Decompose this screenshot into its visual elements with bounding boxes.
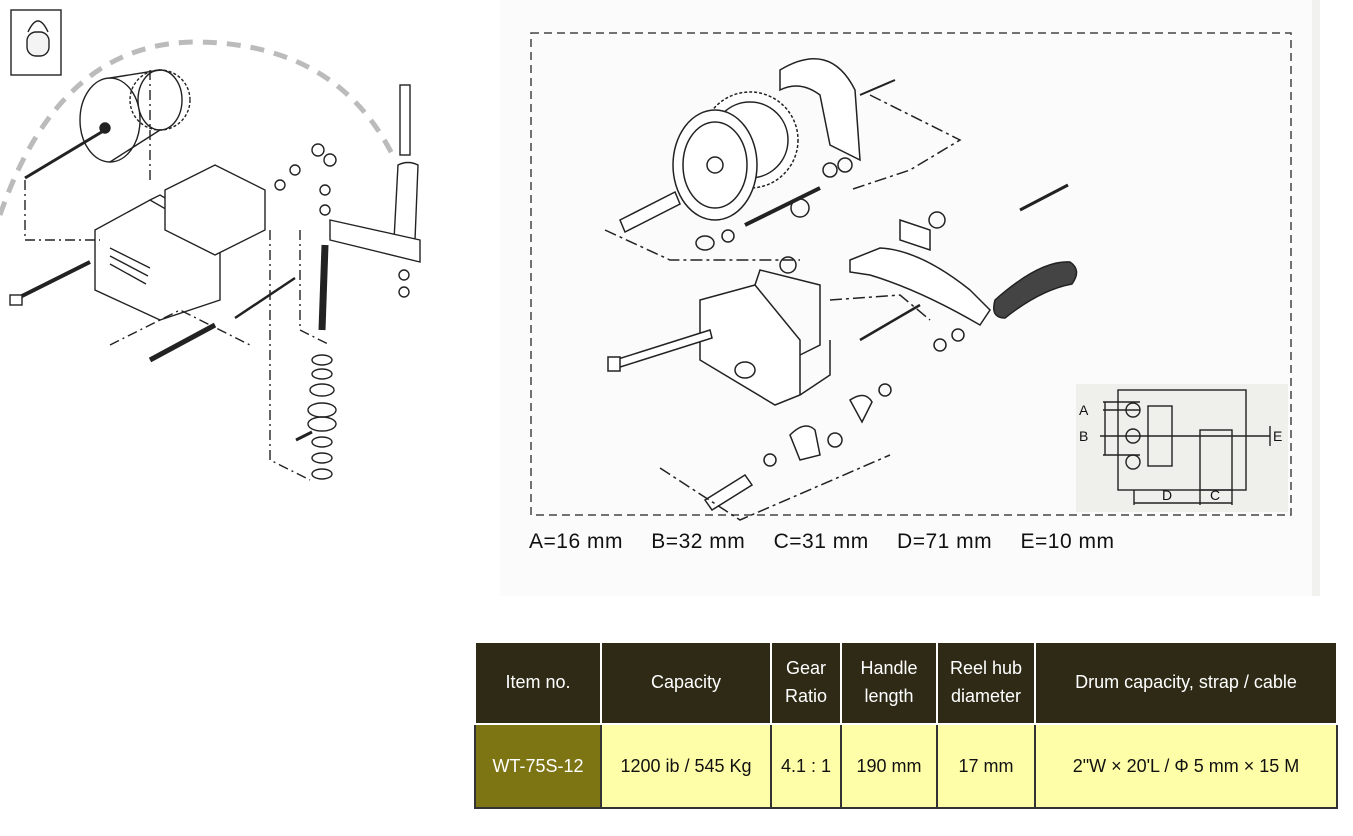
panel-edge: [1312, 0, 1320, 596]
dim-label-d: D: [1162, 487, 1172, 503]
header-reel-hub-diameter: Reel hub diameter: [936, 641, 1036, 725]
dimension-b: B=32 mm: [651, 530, 746, 553]
dim-label-c: C: [1210, 487, 1220, 503]
header-drum-capacity: Drum capacity, strap / cable: [1034, 641, 1338, 725]
table-header-row: Item no. Capacity Gear Ratio Handle leng…: [474, 641, 1338, 725]
exploded-view-diagram-left: [0, 9, 421, 481]
exploded-view-diagram-main: A B D C E: [530, 32, 1292, 521]
header-length: length: [864, 686, 914, 706]
cell-capacity: 1200 ib / 545 Kg: [600, 723, 772, 809]
header-ratio: Ratio: [784, 686, 828, 706]
cell-item-no: WT-75S-12: [474, 723, 602, 809]
cell-gear-ratio: 4.1 : 1: [770, 723, 842, 809]
dimension-inset: [1076, 384, 1288, 512]
dimension-e: E=10 mm: [1020, 530, 1115, 553]
table-row: WT-75S-12 1200 ib / 545 Kg 4.1 : 1 190 m…: [474, 723, 1338, 809]
header-handle: Handle: [860, 658, 918, 679]
lock-icon: [10, 9, 62, 76]
dimension-c: C=31 mm: [773, 530, 869, 553]
dim-label-a: A: [1079, 402, 1089, 418]
header-gear-ratio: Gear Ratio: [770, 641, 842, 725]
header-diameter: diameter: [950, 686, 1022, 706]
dim-label-e: E: [1273, 428, 1282, 444]
dim-label-b: B: [1079, 428, 1088, 444]
header-gear: Gear: [785, 658, 827, 679]
cell-reel-hub-diameter: 17 mm: [936, 723, 1036, 809]
dimension-a: A=16 mm: [529, 530, 623, 553]
dimensions-caption: A=16 mm B=32 mm C=31 mm D=71 mm E=10 mm: [529, 530, 1136, 554]
header-capacity: Capacity: [600, 641, 772, 725]
header-item-no: Item no.: [474, 641, 602, 725]
main-diagram-panel: A B D C E: [500, 0, 1320, 596]
header-handle-length: Handle length: [840, 641, 938, 725]
dimension-d: D=71 mm: [897, 530, 993, 553]
cell-drum-capacity: 2"W × 20'L / Φ 5 mm × 15 M: [1034, 723, 1338, 809]
spec-table: Item no. Capacity Gear Ratio Handle leng…: [474, 641, 1338, 809]
header-reel-hub: Reel hub: [949, 658, 1023, 679]
cell-handle-length: 190 mm: [840, 723, 938, 809]
